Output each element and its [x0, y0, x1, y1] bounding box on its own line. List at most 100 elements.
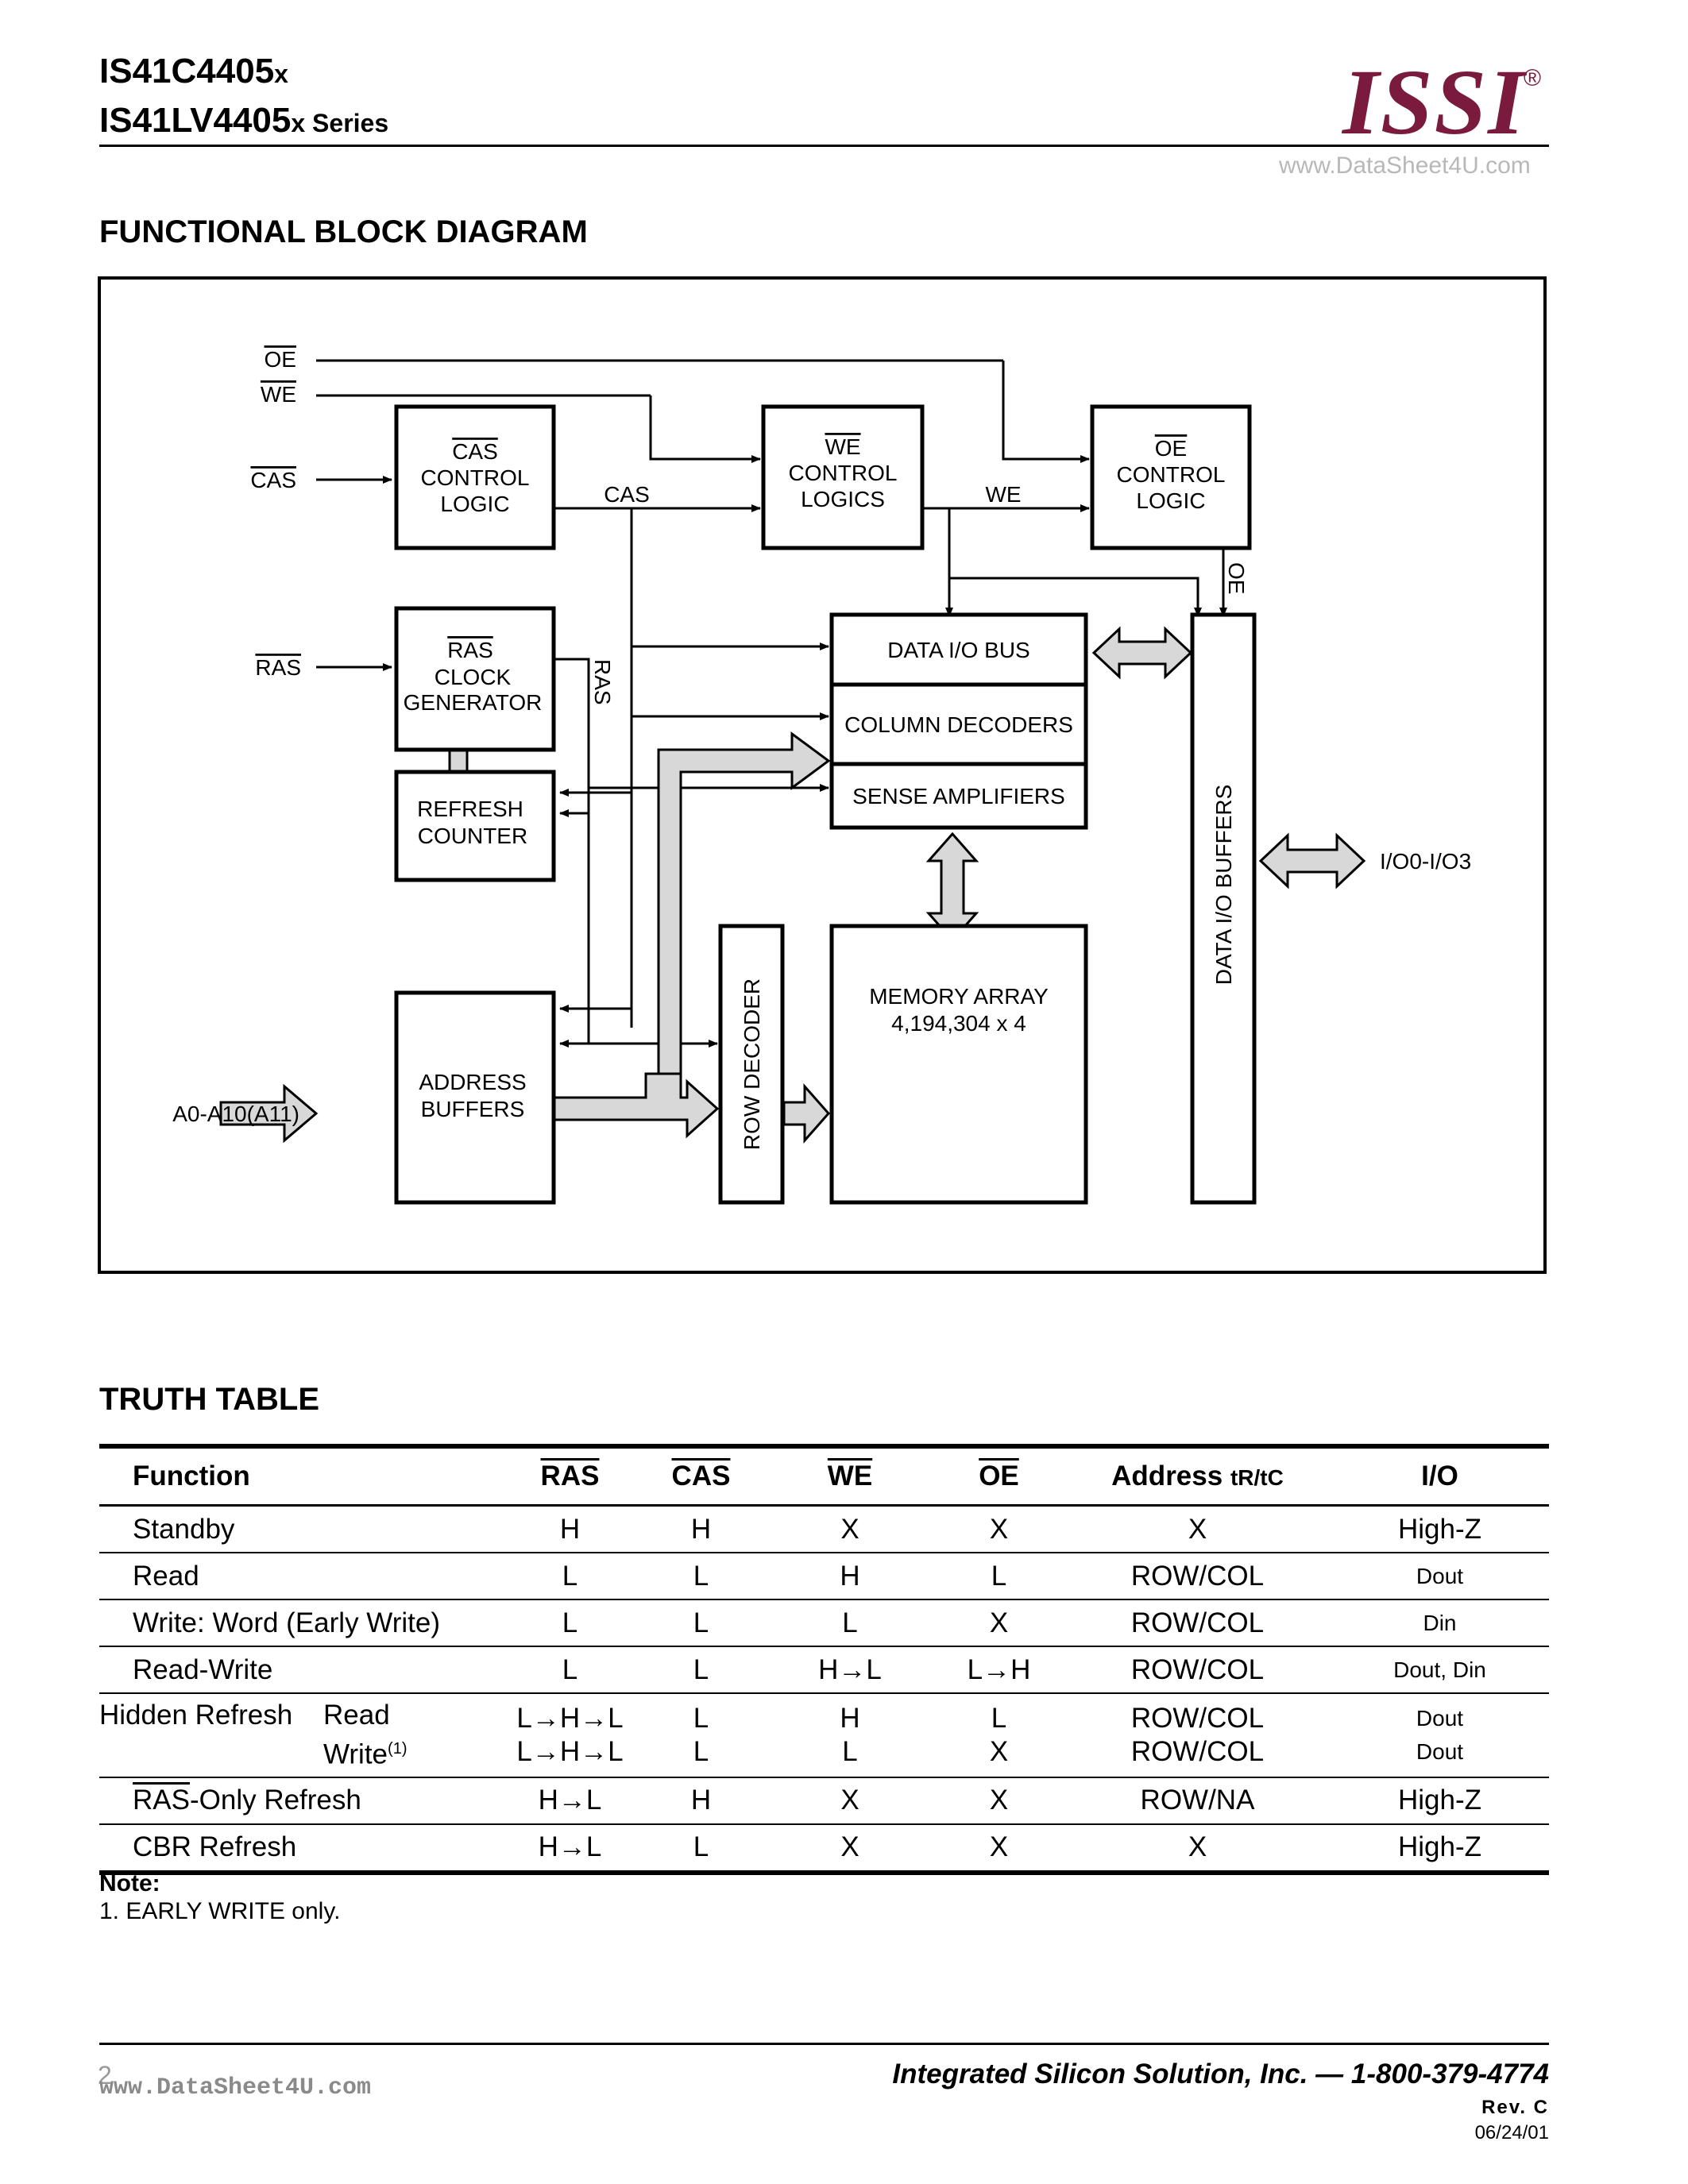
watermark-top: www.DataSheet4U.com	[1279, 152, 1531, 179]
cell-address: ROW/COL	[1130, 1560, 1265, 1592]
table-row: Write: Word (Early Write) L L L X ROW/CO…	[99, 1599, 1549, 1646]
ras-bus-line	[554, 658, 590, 1044]
cell-we: L	[842, 1607, 858, 1638]
ras-clock-line3: GENERATOR	[404, 690, 543, 715]
cell-ras: L	[562, 1560, 578, 1592]
mode-write-label: Write	[323, 1738, 388, 1770]
refresh-counter-block	[394, 770, 556, 882]
address-to-col-decoders-arrow	[554, 731, 831, 1110]
we-control-block	[761, 404, 925, 550]
cell-function: Hidden Refresh Read Write(1)	[99, 1693, 504, 1777]
we-control-line2: CONTROL	[789, 461, 898, 485]
ras-clock-line2: CLOCK	[435, 665, 512, 689]
row-decoder-block	[718, 924, 785, 1205]
cell-we: H	[840, 1560, 860, 1592]
io-pins-label: I/O0-I/O3	[1380, 849, 1471, 874]
table-row: RAS-Only Refresh H→L H X X ROW/NA High-Z	[99, 1777, 1549, 1824]
oe-control-line3: LOGIC	[1136, 488, 1205, 513]
mode-read-label: Read	[323, 1700, 390, 1731]
cell-we: X	[840, 1831, 859, 1863]
ras-signal-label: RAS	[590, 659, 615, 705]
cell-ras: H→L	[538, 1831, 602, 1863]
col-address: Address tR/tC	[1111, 1461, 1284, 1491]
io-double-arrow	[1258, 832, 1366, 889]
title-line2: IS41LV4405	[99, 101, 292, 140]
cell-we: X	[840, 1513, 859, 1545]
address-input-arrow	[219, 1083, 319, 1144]
cas-control-line3: LOGIC	[440, 492, 509, 516]
address-to-row-decoder-arrow	[552, 1072, 720, 1139]
title-line1: IS41C4405	[99, 52, 275, 91]
memory-array-line2: 4,194,304 x 4	[891, 1011, 1026, 1036]
cell-oe: X	[989, 1607, 1009, 1638]
company-contact: Integrated Silicon Solution, Inc. — 1-80…	[892, 2059, 1549, 2089]
note-label: Note:	[99, 1870, 160, 1897]
cell-address: X	[1188, 1831, 1207, 1863]
cell-ras: H→L	[538, 1785, 602, 1816]
we-to-data-buffers	[949, 577, 1202, 617]
bus-buffers-double-arrow	[1091, 626, 1193, 680]
issi-logo: ISSI	[1342, 50, 1527, 154]
cell-oe: X	[989, 1513, 1009, 1545]
memory-array-block	[829, 924, 1088, 1205]
diagram-frame	[98, 276, 1547, 1274]
cell-address: ROW/COL	[1130, 1653, 1265, 1685]
cell-function: Read	[133, 1560, 199, 1592]
cell-cas: H	[690, 1785, 712, 1816]
row-decoder-label: ROW DECODER	[740, 978, 764, 1150]
cas-signal-label: CAS	[604, 482, 650, 507]
cell-oe: X	[989, 1831, 1009, 1863]
oe-to-oe-control	[1002, 361, 1090, 463]
ras-clock-block	[394, 606, 556, 752]
footnote-ref: (1)	[388, 1740, 408, 1758]
cell-function: Standby	[133, 1513, 235, 1545]
cell-io: Dout, Din	[1393, 1657, 1486, 1682]
refresh-counter-line1: REFRESH	[417, 797, 523, 821]
cell-oe: L→H	[967, 1653, 1031, 1685]
table-row: CBR Refresh H→L L X X X High-Z	[99, 1824, 1549, 1873]
data-io-buffers-block	[1190, 612, 1257, 1205]
note-text: 1. EARLY WRITE only.	[99, 1898, 341, 1924]
truth-table-heading: TRUTH TABLE	[99, 1382, 319, 1417]
address-input-label: A0-A10(A11)	[172, 1102, 299, 1126]
col-ras: RAS	[540, 1461, 600, 1491]
cell-we: X	[840, 1785, 859, 1816]
cas-input-label: CAS	[250, 468, 296, 492]
cell-function: RAS-Only Refresh	[133, 1785, 361, 1816]
we-signal-label: WE	[985, 482, 1021, 507]
footer-watermark: www.DataSheet4U.com	[99, 2074, 372, 2101]
cell-cas: L	[693, 1653, 709, 1685]
oe-input-label: OE	[265, 347, 296, 372]
sense-amplifiers-label: SENSE AMPLIFIERS	[852, 784, 1065, 808]
oe-signal-label: OE	[1224, 562, 1249, 594]
cell-address: ROW/NA	[1140, 1785, 1255, 1816]
cell-address: ROW/COL	[1130, 1607, 1265, 1638]
col-function: Function	[133, 1461, 250, 1491]
address-buffers-line1: ADDRESS	[419, 1070, 526, 1094]
cell-function: Write: Word (Early Write)	[133, 1607, 440, 1638]
table-row: Read L L H L ROW/COL Dout	[99, 1553, 1549, 1599]
header-rule	[99, 145, 1549, 147]
cell-io: High-Z	[1397, 1785, 1482, 1816]
table-row: Read-Write L L H→L L→H ROW/COL Dout, Din	[99, 1646, 1549, 1693]
memory-array-line1: MEMORY ARRAY	[869, 984, 1049, 1009]
sense-amplifiers-block	[829, 762, 1088, 830]
we-control-line1: WE	[825, 434, 860, 459]
registered-mark: ®	[1524, 65, 1542, 91]
cell-io: High-Z	[1397, 1831, 1482, 1863]
cell-io: Dout	[1416, 1563, 1464, 1588]
oe-control-line2: CONTROL	[1117, 462, 1226, 487]
cell-ras: H	[559, 1513, 581, 1545]
cell-ras: L	[562, 1653, 578, 1685]
functional-block-diagram: OE WE CAS RAS A0-A10(A11) I/O0-I/O3 CAS …	[98, 276, 1547, 1274]
cell-address: X	[1188, 1513, 1207, 1545]
hidden-refresh-label: Hidden Refresh	[99, 1700, 293, 1731]
row-to-memory-arrow	[782, 1083, 831, 1144]
col-cas: CAS	[671, 1461, 731, 1491]
part-number-title: IS41C4405x	[99, 54, 288, 89]
